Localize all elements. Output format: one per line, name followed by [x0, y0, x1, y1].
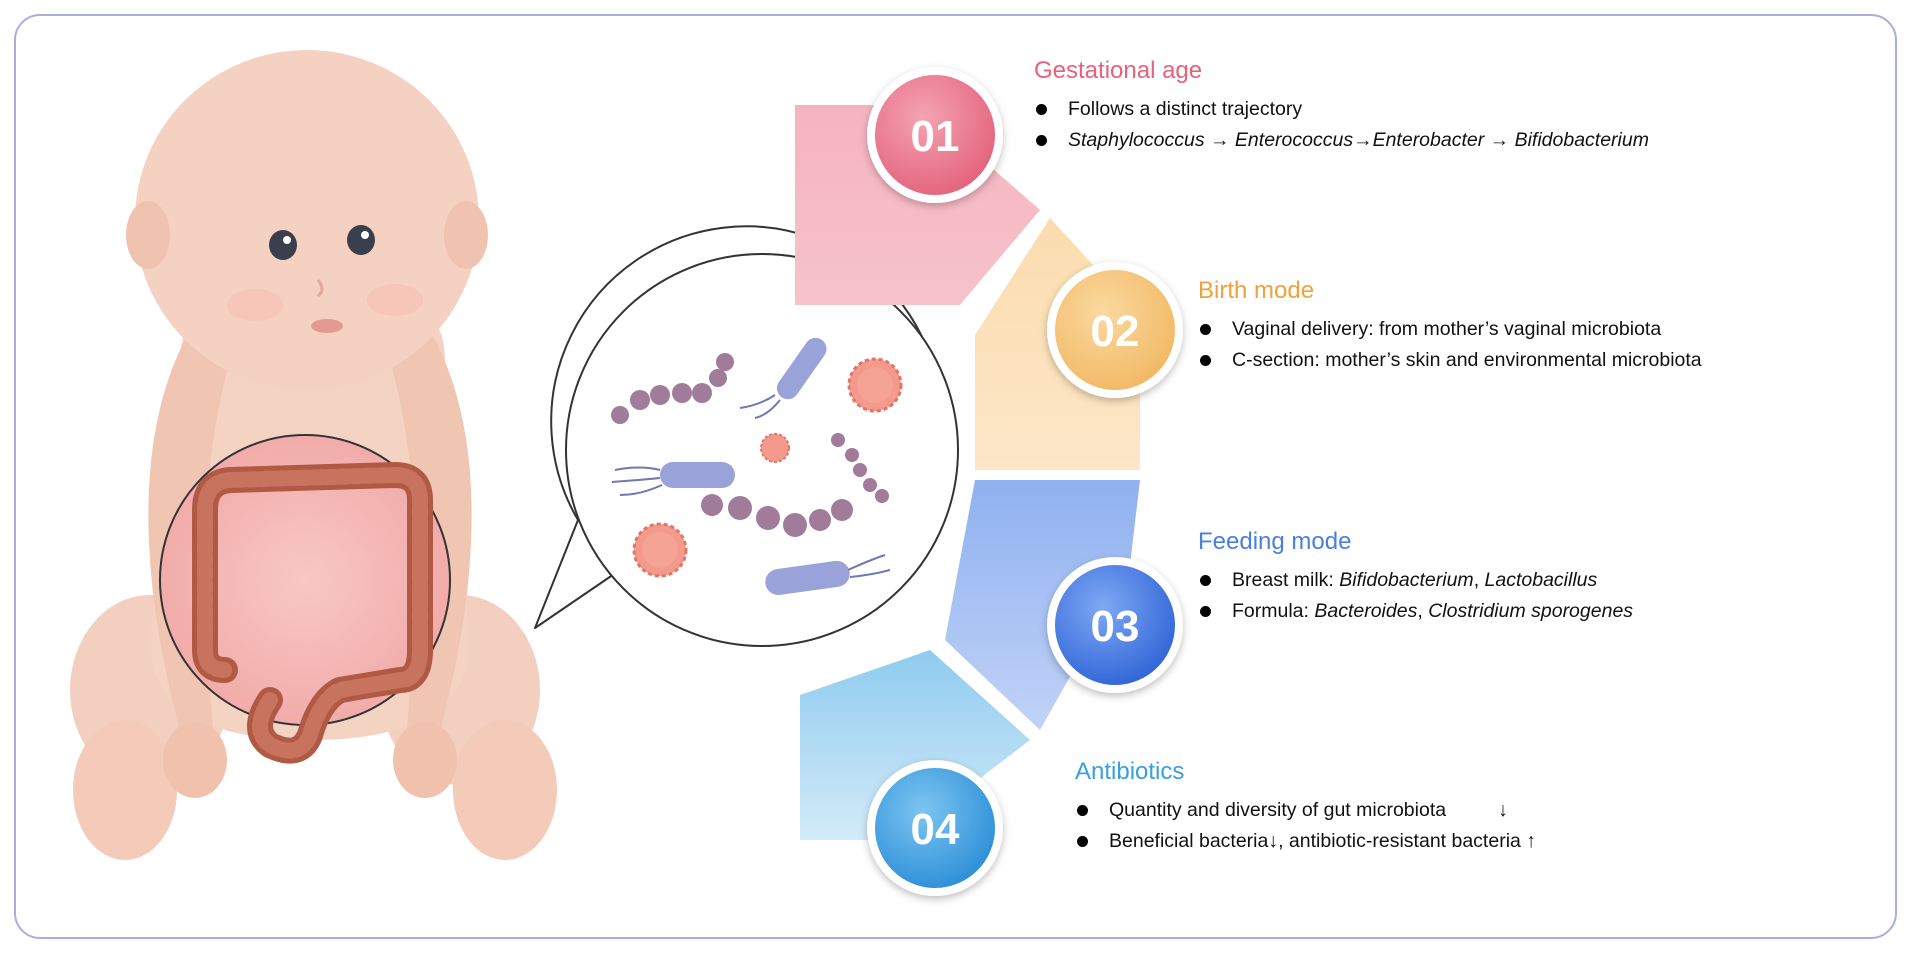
spiky-coccus-icon-2 — [632, 522, 688, 578]
bullet-item: Staphylococcus → Enterococcus→Enterobact… — [1034, 125, 1649, 156]
factor-title: Antibiotics — [1075, 758, 1185, 785]
bullet-item: Follows a distinct trajectory — [1034, 94, 1649, 125]
badge-01 — [867, 67, 1003, 203]
badge-02 — [1047, 262, 1183, 398]
segment-01 — [795, 105, 1040, 305]
bacillus-icon — [611, 462, 735, 496]
bullet-item: Vaginal delivery: from mother’s vaginal … — [1198, 314, 1702, 345]
factor-birth-mode: Birth mode Vaginal delivery: from mother… — [1198, 276, 1702, 376]
gut-magnifier — [159, 434, 451, 764]
badge-01-number: 01 — [911, 112, 960, 161]
bacillus-icon-3 — [739, 337, 827, 419]
bacillus-icon-2 — [765, 554, 891, 596]
factor-feeding-mode: Feeding mode Breast milk: Bifidobacteriu… — [1198, 527, 1633, 627]
increase-arrow: ↑ — [1526, 830, 1537, 852]
bullet-item: C-section: mother’s skin and environment… — [1198, 345, 1702, 376]
segment-04 — [800, 650, 1030, 840]
segment-03 — [945, 480, 1140, 730]
coccus-chain-small-icon — [831, 433, 889, 503]
spiky-coccus-icon-3 — [760, 433, 790, 463]
bullet-item: Beneficial bacteria↓, antibiotic-resista… — [1075, 826, 1536, 857]
spiky-coccus-icon — [847, 357, 903, 413]
decrease-arrow: ↓ — [1498, 799, 1508, 821]
bullet-item: Formula: Bacteroides, Clostridium sporog… — [1198, 596, 1633, 627]
factor-antibiotics: Antibiotics Quantity and diversity of gu… — [1075, 757, 1536, 857]
badge-04 — [867, 760, 1003, 896]
factor-title: Feeding mode — [1198, 528, 1352, 555]
badge-02-number: 02 — [1091, 307, 1140, 356]
badge-03-number: 03 — [1091, 602, 1140, 651]
factor-title: Gestational age — [1034, 57, 1203, 84]
diplococcus-chain-icon — [701, 494, 853, 537]
badge-03 — [1047, 557, 1183, 693]
factor-gestational-age: Gestational age Follows a distinct traje… — [1034, 56, 1649, 156]
bullet-item: Quantity and diversity of gut microbiota… — [1075, 795, 1536, 826]
badge-04-number: 04 — [911, 805, 960, 854]
microbiota-bubble — [534, 225, 959, 647]
factor-title: Birth mode — [1198, 277, 1315, 304]
streptococcus-chain-icon — [611, 353, 734, 424]
bullet-item: Breast milk: Bifidobacterium, Lactobacil… — [1198, 565, 1633, 596]
